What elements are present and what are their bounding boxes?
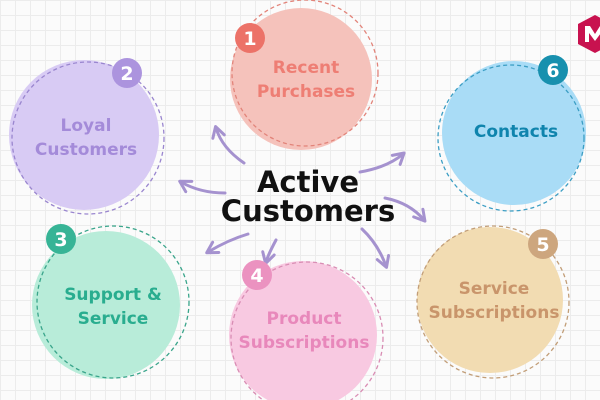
node-badge-number: 6	[546, 60, 559, 82]
node-dashed-ring	[230, 261, 384, 400]
arrow-to-service-subscriptions	[360, 227, 391, 269]
center-title: Active Customers	[221, 165, 395, 228]
node-loyal-customers: 2 Loyal Customers	[9, 58, 165, 215]
center-title-line-2: Customers	[221, 194, 395, 228]
arrow-to-recent-purchases	[211, 125, 246, 165]
node-circle	[229, 261, 377, 400]
node-support-service: 3 Support & Service	[32, 224, 190, 379]
node-label-line-2: Purchases	[257, 82, 355, 102]
center-title-line-1: Active	[257, 165, 359, 199]
arrow-to-product-subscriptions	[261, 238, 278, 265]
node-circle	[442, 61, 586, 205]
node-badge	[528, 229, 558, 259]
node-label-line-1: Support &	[64, 285, 162, 305]
node-label-line-2: Service	[78, 309, 149, 329]
node-dashed-ring	[231, 0, 379, 147]
node-badge	[538, 55, 568, 85]
arrow-to-contacts-lower	[383, 196, 427, 223]
node-badge	[235, 23, 265, 53]
node-badge-number: 1	[243, 28, 256, 50]
node-circle	[9, 60, 159, 210]
node-product-subscriptions: 4 Product Subscriptions	[229, 260, 384, 400]
node-badge-number: 3	[54, 229, 67, 251]
node-dashed-ring	[11, 61, 165, 215]
node-label-line-1: Loyal	[61, 116, 112, 136]
node-contacts: 6 Contacts	[437, 55, 586, 212]
node-circle	[230, 8, 372, 150]
node-badge	[112, 58, 142, 88]
node-badge	[46, 224, 76, 254]
node-circle	[417, 227, 563, 373]
node-badge-number: 2	[120, 63, 133, 85]
node-label-line-2: Subscriptions	[429, 303, 560, 323]
logo-icon	[578, 15, 600, 53]
node-badge	[242, 260, 272, 290]
node-badge-number: 5	[536, 234, 549, 256]
node-label-line-1: Contacts	[474, 122, 558, 142]
node-dashed-ring	[36, 225, 190, 379]
node-badge-number: 4	[250, 265, 263, 287]
node-label-line-1: Recent	[273, 58, 339, 78]
arrow-to-contacts	[358, 151, 406, 174]
node-label-line-2: Subscriptions	[239, 333, 370, 353]
node-recent-purchases: 1 Recent Purchases	[230, 0, 379, 150]
node-label-line-2: Customers	[35, 140, 137, 160]
arrow-to-support-service	[205, 232, 250, 255]
node-service-subscriptions: 5 Service Subscriptions	[416, 225, 570, 379]
node-dashed-ring	[437, 64, 585, 212]
node-label-line-1: Service	[459, 279, 530, 299]
node-label-line-1: Product	[267, 309, 342, 329]
arrow-to-loyal-customers	[178, 179, 227, 195]
node-dashed-ring	[416, 225, 570, 379]
node-circle	[32, 231, 180, 379]
connector-arrows	[178, 125, 427, 269]
